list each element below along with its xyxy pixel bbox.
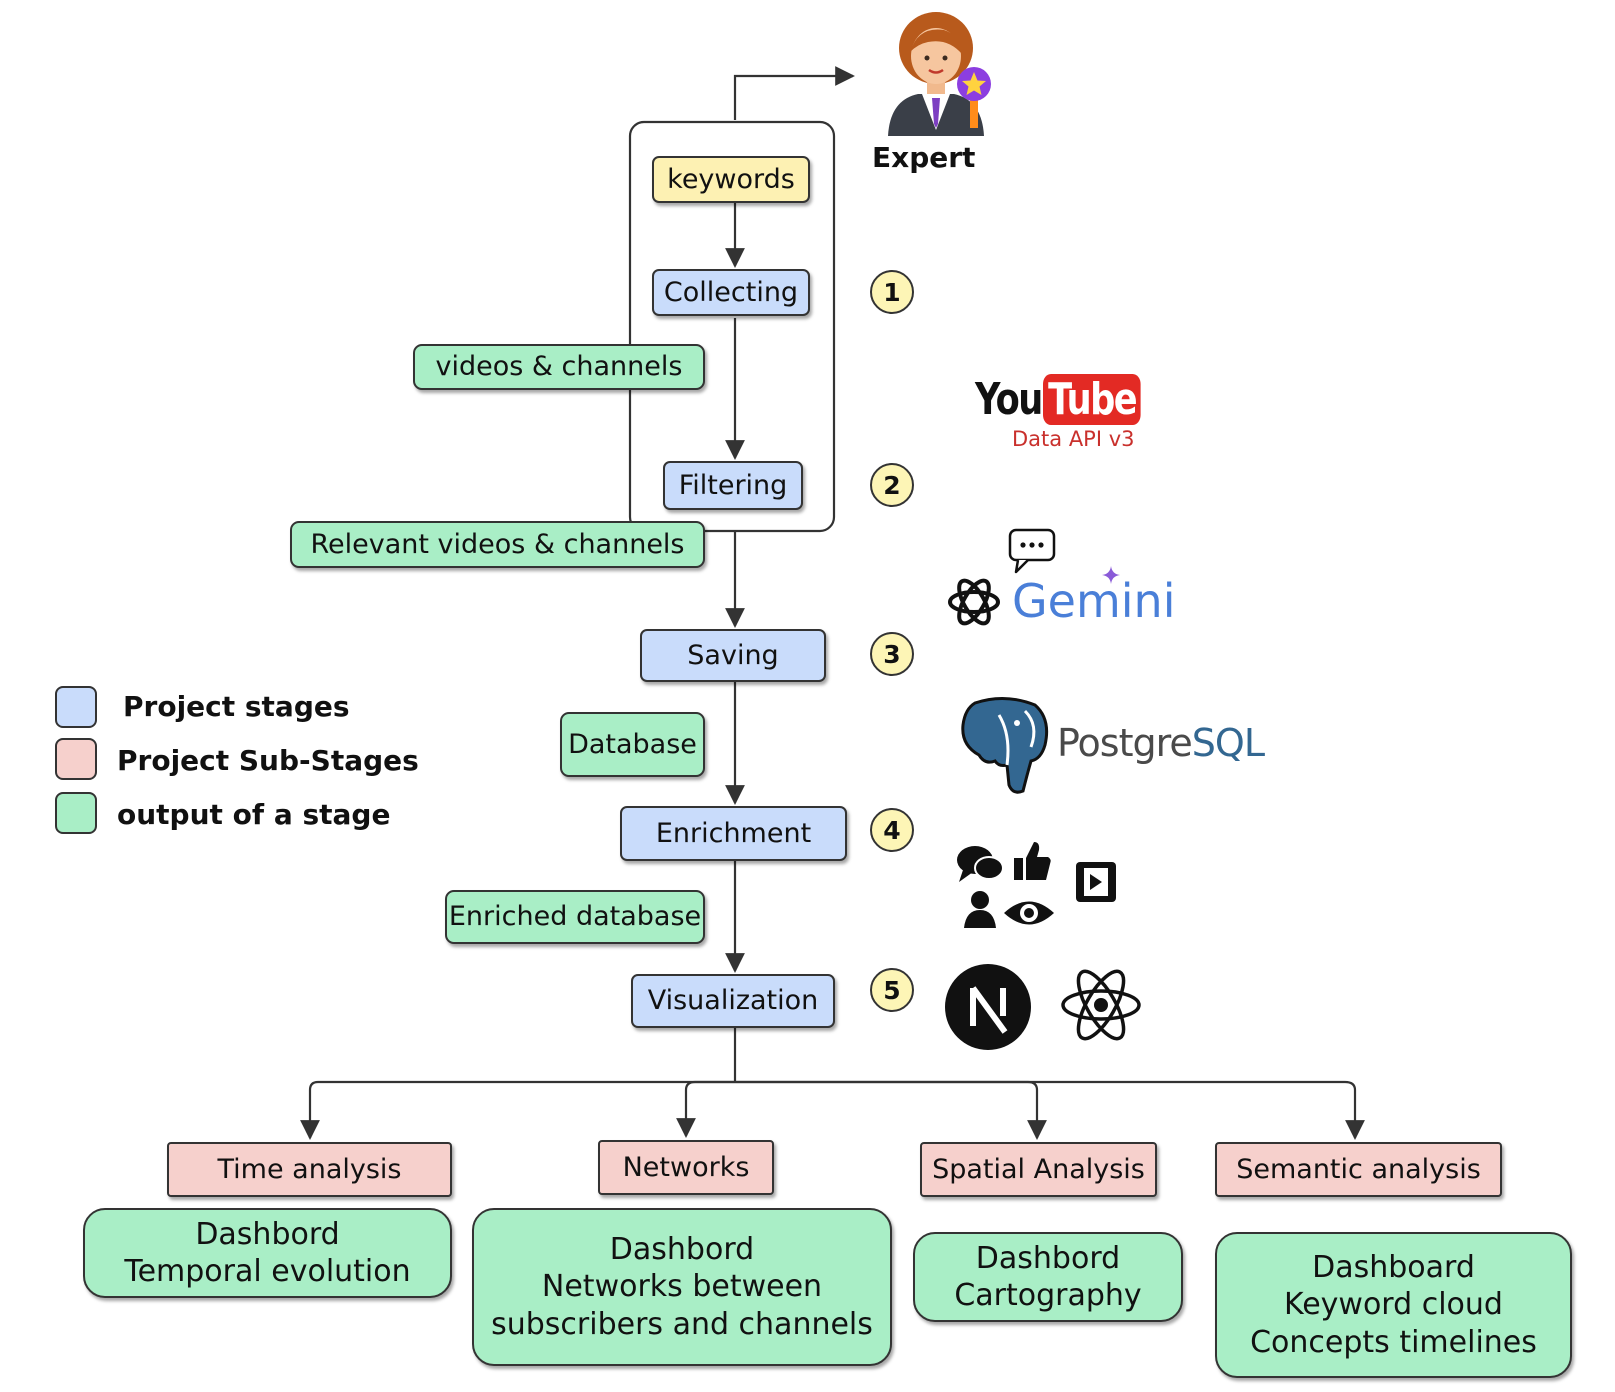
person-icon <box>964 891 996 928</box>
arrow-spatial <box>735 1080 1047 1140</box>
dashboard-keyword-cloud: Dashboard Keyword cloud Concepts timelin… <box>1215 1232 1572 1378</box>
substage-networks: Networks <box>598 1140 774 1195</box>
enrichment-stage: Enrichment <box>620 806 847 861</box>
postgresql-logo-postgre: Postgre <box>1057 721 1193 765</box>
saving-stage: Saving <box>640 629 826 682</box>
arrow-time-analysis <box>300 1080 735 1140</box>
expert-avatar-icon <box>888 12 991 136</box>
legend-label-output: output of a stage <box>117 798 391 831</box>
youtube-api-label: Data API v3 <box>1012 427 1135 451</box>
legend-label-sub-stages: Project Sub-Stages <box>117 744 419 777</box>
gemini-sparkle-icon <box>1102 566 1120 584</box>
dashboard-cartography: Dashbord Cartography <box>913 1232 1183 1322</box>
collection-loop-frame <box>628 120 836 533</box>
substage-time-analysis: Time analysis <box>167 1142 452 1197</box>
dashboard-networks: Dashbord Networks between subscribers an… <box>472 1208 892 1366</box>
step-number-2: 2 <box>870 463 914 507</box>
keywords-box: keywords <box>652 156 810 203</box>
enriched-database-output: Enriched database <box>445 890 705 944</box>
step-number-5: 5 <box>870 968 914 1012</box>
youtube-logo-tube: Tube <box>1043 374 1141 425</box>
legend-swatch-project-stages <box>55 686 97 728</box>
arrow-semantic <box>735 1080 1365 1140</box>
relevant-videos-output: Relevant videos & channels <box>290 521 705 568</box>
openai-logo-icon <box>948 578 1000 626</box>
step-number-3: 3 <box>870 632 914 676</box>
videos-channels-output: videos & channels <box>413 344 705 390</box>
step-number-1: 1 <box>870 270 914 314</box>
postgresql-elephant-icon <box>961 697 1049 794</box>
chat-bubble-icon <box>1008 528 1056 574</box>
eye-icon <box>1004 901 1054 925</box>
postgresql-logo: PostgreSQL <box>1057 721 1265 765</box>
filtering-stage: Filtering <box>663 461 803 510</box>
legend-swatch-sub-stages <box>55 738 97 780</box>
react-logo-icon <box>1061 969 1141 1041</box>
expert-label: Expert <box>872 141 976 174</box>
legend-swatch-output <box>55 792 97 834</box>
youtube-logo-you: You <box>975 374 1043 425</box>
substage-spatial-analysis: Spatial Analysis <box>920 1142 1157 1197</box>
nextjs-logo-icon <box>945 964 1031 1050</box>
dashboard-temporal-evolution: Dashbord Temporal evolution <box>83 1208 452 1298</box>
video-player-icon <box>1076 862 1116 902</box>
legend-label-project-stages: Project stages <box>123 690 350 723</box>
arrow-networks <box>676 1080 735 1138</box>
gemini-logo: Gemini <box>1012 574 1176 628</box>
arrow-to-expert <box>733 66 855 120</box>
database-output: Database <box>560 712 705 777</box>
substage-semantic-analysis: Semantic analysis <box>1215 1142 1502 1197</box>
collecting-stage: Collecting <box>652 269 810 316</box>
comments-icon <box>957 846 1004 882</box>
visualization-stage: Visualization <box>631 974 835 1028</box>
postgresql-logo-sql: SQL <box>1191 721 1265 765</box>
thumbs-up-icon <box>1014 842 1051 880</box>
step-number-4: 4 <box>870 808 914 852</box>
